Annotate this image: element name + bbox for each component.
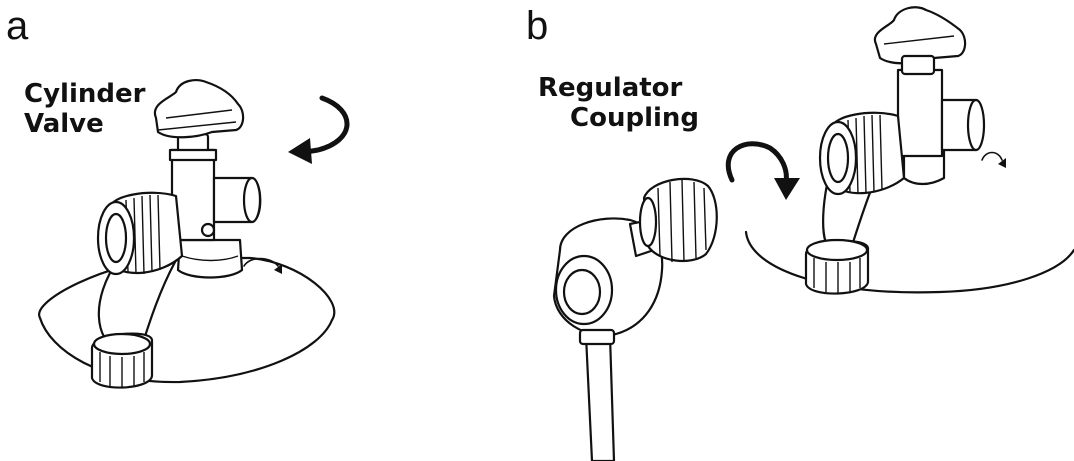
callout-line-2: Coupling [570, 102, 700, 133]
rotation-arrow-icon [288, 95, 350, 164]
cylinder-top-edge [744, 230, 1074, 294]
regulator-coupling-illustration [552, 6, 1074, 461]
small-rotation-arrow-icon [243, 257, 282, 274]
panel-b: b Regulator Coupling [520, 0, 1074, 461]
panel-a: a Cylinder Valve [0, 0, 520, 461]
callout-regulator-coupling: Regulator Coupling [538, 73, 700, 134]
rotation-arrow-icon [725, 141, 800, 200]
panel-label-a: a [6, 4, 29, 48]
small-rotation-arrow-icon [981, 151, 1006, 168]
valve-collar [176, 238, 244, 279]
cylinder-dome [38, 256, 336, 384]
valve-body [896, 68, 944, 158]
callout-cylinder-valve: Cylinder Valve [24, 79, 146, 140]
regulator-coupling-nut [642, 177, 718, 262]
panel-label-b: b [526, 4, 549, 48]
callout-line-1: Cylinder [24, 79, 146, 109]
valve-handwheel [873, 6, 967, 65]
callout-line-2: Valve [24, 108, 104, 139]
cylinder-valve-illustration [38, 79, 350, 389]
regulator [552, 177, 718, 461]
regulator-hose [584, 334, 616, 461]
callout-line-1: Regulator [538, 73, 683, 103]
